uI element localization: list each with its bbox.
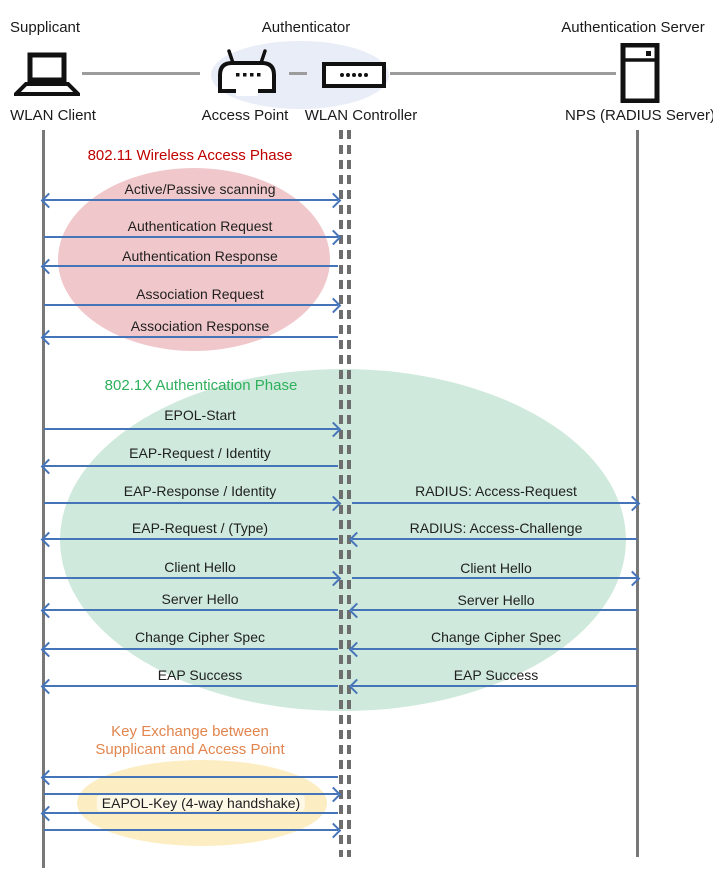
phase3-title-line2: Supplicant and Access Point xyxy=(95,741,285,758)
arrow-eap-request-type xyxy=(40,531,338,548)
arrow-server-hello-right xyxy=(348,602,637,619)
msg-label-eap-success-right: EAP Success xyxy=(453,667,539,683)
node-label-wlan-controller: WLAN Controller xyxy=(304,107,418,124)
arrow-change-cipher-left xyxy=(40,641,338,658)
lifeline-wlan-client xyxy=(42,130,45,868)
phase1-title: 802.11 Wireless Access Phase xyxy=(87,147,293,164)
msg-label-authentication-request: Authentication Request xyxy=(127,218,273,234)
lifeline-wlan-controller-dash-b xyxy=(347,130,351,857)
server-icon xyxy=(620,42,660,108)
msg-label-radius-access-challenge: RADIUS: Access-Challenge xyxy=(409,520,583,536)
arrow-client-hello-right xyxy=(352,570,641,587)
msg-label-server-hello-left: Server Hello xyxy=(161,591,239,607)
arrow-radius-access-request xyxy=(352,495,641,512)
msg-label-eap-request-identity: EAP-Request / Identity xyxy=(129,445,271,461)
phase3-title: Key Exchange between Supplicant and Acce… xyxy=(95,723,284,759)
connector-line-client-ap xyxy=(82,72,200,75)
role-supplicant: Supplicant xyxy=(10,19,81,36)
arrow-eap-success-right xyxy=(348,678,637,695)
phase1-ellipse xyxy=(58,168,330,351)
msg-label-scanning: Active/Passive scanning xyxy=(124,181,276,197)
arrow-eap-request-identity xyxy=(40,458,338,475)
arrow-eapol-key-3 xyxy=(40,805,338,822)
arrow-eapol-key-1 xyxy=(40,769,338,786)
lifeline-wlan-controller-dash-a xyxy=(339,130,343,857)
msg-label-eap-request-type: EAP-Request / (Type) xyxy=(131,520,269,536)
arrow-radius-access-challenge xyxy=(348,531,637,548)
msg-label-authentication-response: Authentication Response xyxy=(122,248,278,264)
connector-line-controller-server xyxy=(390,72,616,75)
node-label-nps-radius-server: NPS (RADIUS Server) xyxy=(564,107,713,124)
msg-label-eap-success-left: EAP Success xyxy=(157,667,243,683)
msg-label-eap-response-identity: EAP-Response / Identity xyxy=(123,483,277,499)
arrow-eap-success-left xyxy=(40,678,338,695)
phase2-ellipse xyxy=(60,369,626,711)
msg-label-association-response: Association Response xyxy=(130,318,270,334)
laptop-icon xyxy=(11,52,83,103)
msg-label-eapol-key: EAPOL-Key (4-way handshake) xyxy=(96,795,306,811)
lifeline-nps-server xyxy=(636,130,639,857)
msg-label-change-cipher-left: Change Cipher Spec xyxy=(135,629,265,645)
arrow-client-hello-left xyxy=(44,570,342,587)
msg-label-association-request: Association Request xyxy=(136,286,264,302)
arrow-authentication-response xyxy=(40,258,338,275)
arrow-eapol-key-4 xyxy=(44,822,342,839)
msg-label-client-hello-left: Client Hello xyxy=(164,559,236,575)
node-label-wlan-client: WLAN Client xyxy=(10,107,96,124)
arrow-eapol-key-2 xyxy=(44,786,342,803)
arrow-association-response xyxy=(40,329,338,346)
arrow-eap-response-identity xyxy=(44,495,342,512)
msg-label-radius-access-request: RADIUS: Access-Request xyxy=(415,483,577,499)
connector-line-ap-controller xyxy=(289,72,307,75)
msg-label-client-hello-right: Client Hello xyxy=(460,560,532,576)
arrow-server-hello-left xyxy=(40,602,338,619)
msg-label-server-hello-right: Server Hello xyxy=(457,592,535,608)
arrow-change-cipher-right xyxy=(348,641,637,658)
arrow-authentication-request xyxy=(44,229,342,246)
role-authenticator: Authenticator xyxy=(261,19,351,36)
phase3-title-line1: Key Exchange between xyxy=(111,723,269,740)
role-authentication-server: Authentication Server xyxy=(561,19,705,36)
msg-label-change-cipher-right: Change Cipher Spec xyxy=(431,629,561,645)
arrow-epol-start xyxy=(44,421,342,438)
wlan-controller-icon xyxy=(322,62,386,93)
arrow-association-request xyxy=(44,297,342,314)
access-point-icon xyxy=(216,48,278,101)
arrow-scanning xyxy=(40,192,342,209)
phase2-title: 802.1X Authentication Phase xyxy=(104,377,298,394)
node-label-access-point: Access Point xyxy=(201,107,289,124)
msg-label-epol-start: EPOL-Start xyxy=(164,407,236,423)
